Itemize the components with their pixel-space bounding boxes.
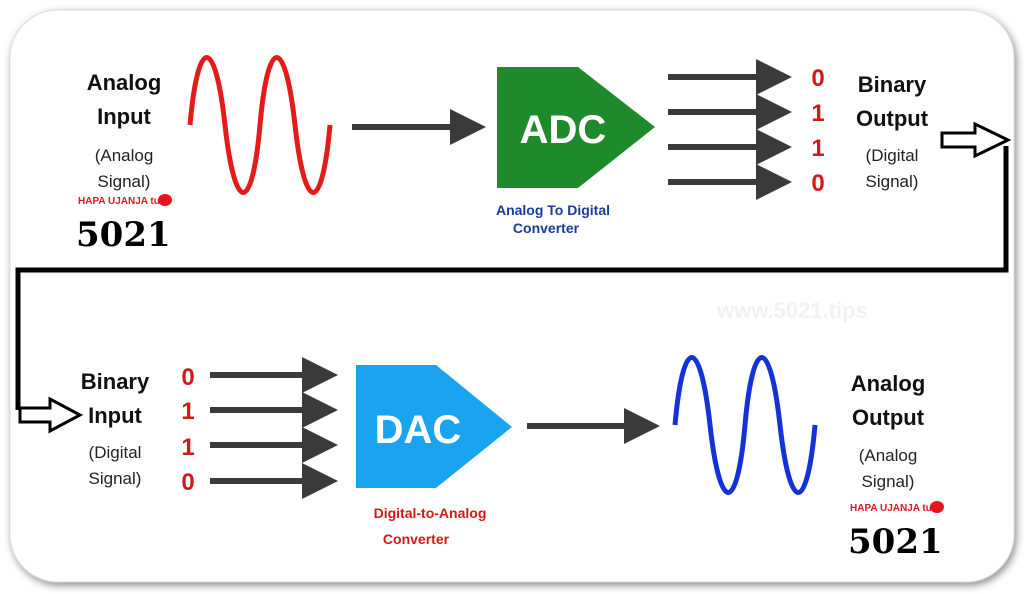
analog-output-label: Analog Output (Analog Signal) [851,371,926,491]
adc-bit: 1 [811,135,824,162]
adc-caption-1: Analog To Digital [496,202,610,218]
binary-input-title-2: Input [88,403,142,428]
dac-input-arrows [210,357,338,499]
logo-tagline: HAPA UJANJA tu [850,503,932,514]
hollow-arrow-right-icon [940,121,1012,159]
dac-block: DAC [356,365,512,488]
analog-input-subtitle-2: Signal) [98,172,151,191]
adc-bit: 0 [811,170,824,197]
binary-input-label: Binary Input (Digital Signal) [81,369,150,488]
analog-output-wave [672,355,818,495]
dac-label: DAC [375,408,462,452]
dac-bit: 1 [181,398,194,425]
analog-input-wave [187,55,333,195]
adc-block: ADC [497,67,655,188]
watermark: www.5021.tips [716,298,868,323]
logo-number: 5021 [76,215,171,255]
dac-bit: 0 [181,364,194,391]
dac-caption-1: Digital-to-Analog [374,505,487,521]
analog-output-title-2: Output [852,405,925,430]
connector-line [15,146,1009,410]
adc-caption-2: Converter [513,220,580,236]
dac-input-bits: 0 1 1 0 [181,364,194,496]
binary-input-subtitle-1: (Digital [89,443,142,462]
analog-input-title-2: Input [97,104,151,129]
analog-output-title-1: Analog [851,371,926,396]
adc-bit: 1 [811,100,824,127]
analog-input-title-1: Analog [87,70,162,95]
analog-output-subtitle-1: (Analog [859,446,918,465]
dac-bit: 0 [181,469,194,496]
adc-output-arrows [668,59,792,200]
dac-caption-2: Converter [383,531,450,547]
dac-bit: 1 [181,434,194,461]
binary-input-title-1: Binary [81,369,150,394]
binary-output-label: Binary Output (Digital Signal) [856,72,929,191]
brand-logo: HAPA UJANJA tu 5021 [848,501,944,562]
adc-bit: 0 [811,65,824,92]
binary-output-title-2: Output [856,106,929,131]
analog-output-subtitle-2: Signal) [862,472,915,491]
adc-output-bits: 0 1 1 0 [811,65,824,197]
binary-input-subtitle-2: Signal) [89,469,142,488]
logo-number: 5021 [848,522,943,562]
binary-output-subtitle-2: Signal) [866,172,919,191]
binary-output-subtitle-1: (Digital [866,146,919,165]
hollow-arrow-right-icon [18,396,84,434]
adc-label: ADC [520,108,607,152]
logo-tagline: HAPA UJANJA tu [78,196,160,207]
binary-output-title-1: Binary [858,72,927,97]
brand-logo: HAPA UJANJA tu 5021 [76,194,172,255]
analog-input-label: Analog Input (Analog Signal) [87,70,162,191]
analog-input-subtitle-1: (Analog [95,146,154,165]
